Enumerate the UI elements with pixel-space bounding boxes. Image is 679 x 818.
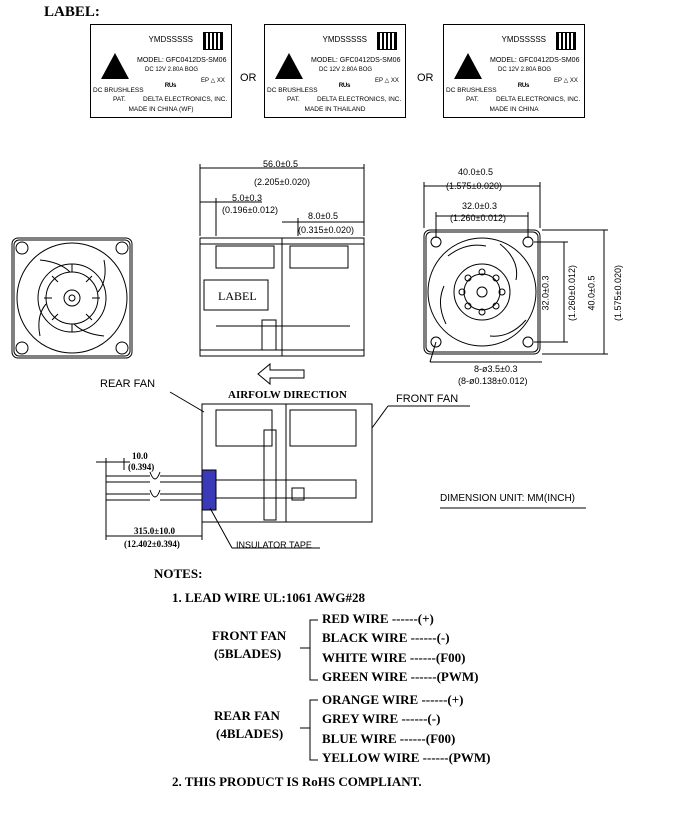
label-brushless: DC BRUSHLESS (446, 87, 497, 94)
ul-mark-icon: ᴿᵁˢ (339, 81, 351, 91)
dim-length-in: (2.205±0.020) (254, 177, 310, 187)
label-rating: DC 12V 2.80A BOG (319, 67, 373, 73)
top-view-dimensions (199, 164, 365, 236)
dim-strip-in: (0.394) (128, 462, 155, 472)
label-card-3: YMDSSSSS MODEL: GFC0412DS-SM06 DC 12V 2.… (443, 24, 585, 118)
front-fan-callout: FRONT FAN (396, 393, 459, 405)
label-pat: PAT. (113, 96, 126, 103)
dim-hole-pitch-in: (1.260±0.012) (450, 213, 506, 223)
front-wire-white: WHITE WIRE ------(F00) (322, 650, 466, 665)
or-text-1: OR (240, 72, 257, 84)
dim-gap-in: (0.315±0.020) (298, 225, 354, 235)
dim-offset-in: (0.196±0.012) (222, 205, 278, 215)
label-code: YMDSSSSS (501, 35, 546, 44)
label-model: MODEL: GFC0412DS-SM06 (137, 57, 227, 64)
label-maker: DELTA ELECTRONICS, INC. (496, 96, 581, 103)
label-model: MODEL: GFC0412DS-SM06 (490, 57, 580, 64)
label-model: MODEL: GFC0412DS-SM06 (311, 57, 401, 64)
dim-v-width: 40.0±0.5 (586, 275, 597, 311)
rear-fan-label: REAR FAN (214, 708, 280, 723)
rear-wire-yellow: YELLOW WIRE ------(PWM) (322, 750, 491, 765)
dim-holes-in: (8-ø0.138±0.012) (458, 376, 528, 386)
delta-logo-icon (275, 53, 303, 79)
qr-code-icon (377, 32, 397, 50)
label-code: YMDSSSSS (148, 35, 193, 44)
label-card-2: YMDSSSSS MODEL: GFC0412DS-SM06 DC 12V 2.… (264, 24, 406, 118)
label-origin: MADE IN CHINA (WF) (128, 106, 194, 113)
rear-fan-callout: REAR FAN (100, 378, 156, 390)
qr-code-icon (556, 32, 576, 50)
note-1: 1. LEAD WIRE UL:1061 AWG#28 (172, 590, 365, 605)
dim-holes: 8-ø3.5±0.3 (474, 364, 518, 374)
notes-heading: NOTES: (154, 566, 203, 581)
delta-logo-icon (101, 53, 129, 79)
dim-v-width-in: (1.575±0.020) (612, 265, 623, 321)
rear-wire-orange: ORANGE WIRE ------(+) (322, 692, 464, 707)
ul-mark-icon: ᴿᵁˢ (518, 81, 530, 91)
label-origin: MADE IN CHINA (489, 106, 539, 113)
ep-mark: EP △ XX (375, 78, 399, 84)
label-maker: DELTA ELECTRONICS, INC. (143, 96, 228, 103)
dim-width: 40.0±0.5 (458, 167, 493, 177)
dim-offset: 5.0±0.3 (232, 193, 262, 203)
front-wire-red: RED WIRE ------(+) (322, 611, 434, 626)
label-box-text: LABEL (218, 289, 257, 303)
front-fan-bracket (300, 619, 318, 681)
label-pat: PAT. (466, 96, 479, 103)
dim-lead-len-in: (12.402±0.394) (124, 539, 180, 549)
label-code: YMDSSSSS (322, 35, 367, 44)
front-view-fan (11, 237, 133, 359)
delta-logo-icon (454, 53, 482, 79)
label-brushless: DC BRUSHLESS (267, 87, 318, 94)
top-view-body (199, 237, 365, 357)
label-brushless: DC BRUSHLESS (93, 87, 144, 94)
label-card-1: YMDSSSSS MODEL: GFC0412DS-SM06 DC 12V 2.… (90, 24, 232, 118)
airflow-text: AIRFOLW DIRECTION (228, 389, 347, 401)
front-fan-blades: (5BLADES) (214, 646, 282, 661)
dim-strip: 10.0 (132, 451, 148, 461)
rear-fan-bracket (300, 699, 318, 761)
rear-wire-blue: BLUE WIRE ------(F00) (322, 731, 456, 746)
airflow-arrow-icon (257, 362, 305, 386)
ep-mark: EP △ XX (201, 78, 225, 84)
dim-width-in: (1.575±0.020) (446, 181, 502, 191)
dim-hole-pitch: 32.0±0.3 (462, 201, 497, 211)
label-origin: MADE IN THAILAND (304, 106, 366, 113)
side-view-body (96, 391, 586, 549)
front-wire-black: BLACK WIRE ------(-) (322, 630, 450, 645)
label-rating: DC 12V 2.80A BOG (498, 67, 552, 73)
rear-wire-grey: GREY WIRE ------(-) (322, 711, 441, 726)
front-wire-green: GREEN WIRE ------(PWM) (322, 669, 479, 684)
or-text-2: OR (417, 72, 434, 84)
end-view-fan (423, 182, 608, 363)
label-pat: PAT. (287, 96, 300, 103)
front-fan-label: FRONT FAN (212, 628, 287, 643)
dim-lead-len: 315.0±10.0 (134, 526, 175, 536)
ep-mark: EP △ XX (554, 78, 578, 84)
label-maker: DELTA ELECTRONICS, INC. (317, 96, 402, 103)
dim-length: 56.0±0.5 (263, 159, 298, 169)
dimension-unit-text: DIMENSION UNIT: MM(INCH) (440, 493, 575, 504)
label-rating: DC 12V 2.80A BOG (145, 67, 199, 73)
insulator-tape-callout: INSULATOR TAPE (236, 540, 312, 550)
dim-gap: 8.0±0.5 (308, 211, 338, 221)
dim-v-hole-pitch-in: (1.260±0.012) (566, 265, 577, 321)
note-2: 2. THIS PRODUCT IS RoHS COMPLIANT. (172, 774, 422, 789)
qr-code-icon (203, 32, 223, 50)
rear-fan-blades: (4BLADES) (216, 726, 284, 741)
dim-v-hole-pitch: 32.0±0.3 (540, 275, 551, 311)
label-heading: LABEL: (44, 4, 100, 20)
ul-mark-icon: ᴿᵁˢ (165, 81, 177, 91)
